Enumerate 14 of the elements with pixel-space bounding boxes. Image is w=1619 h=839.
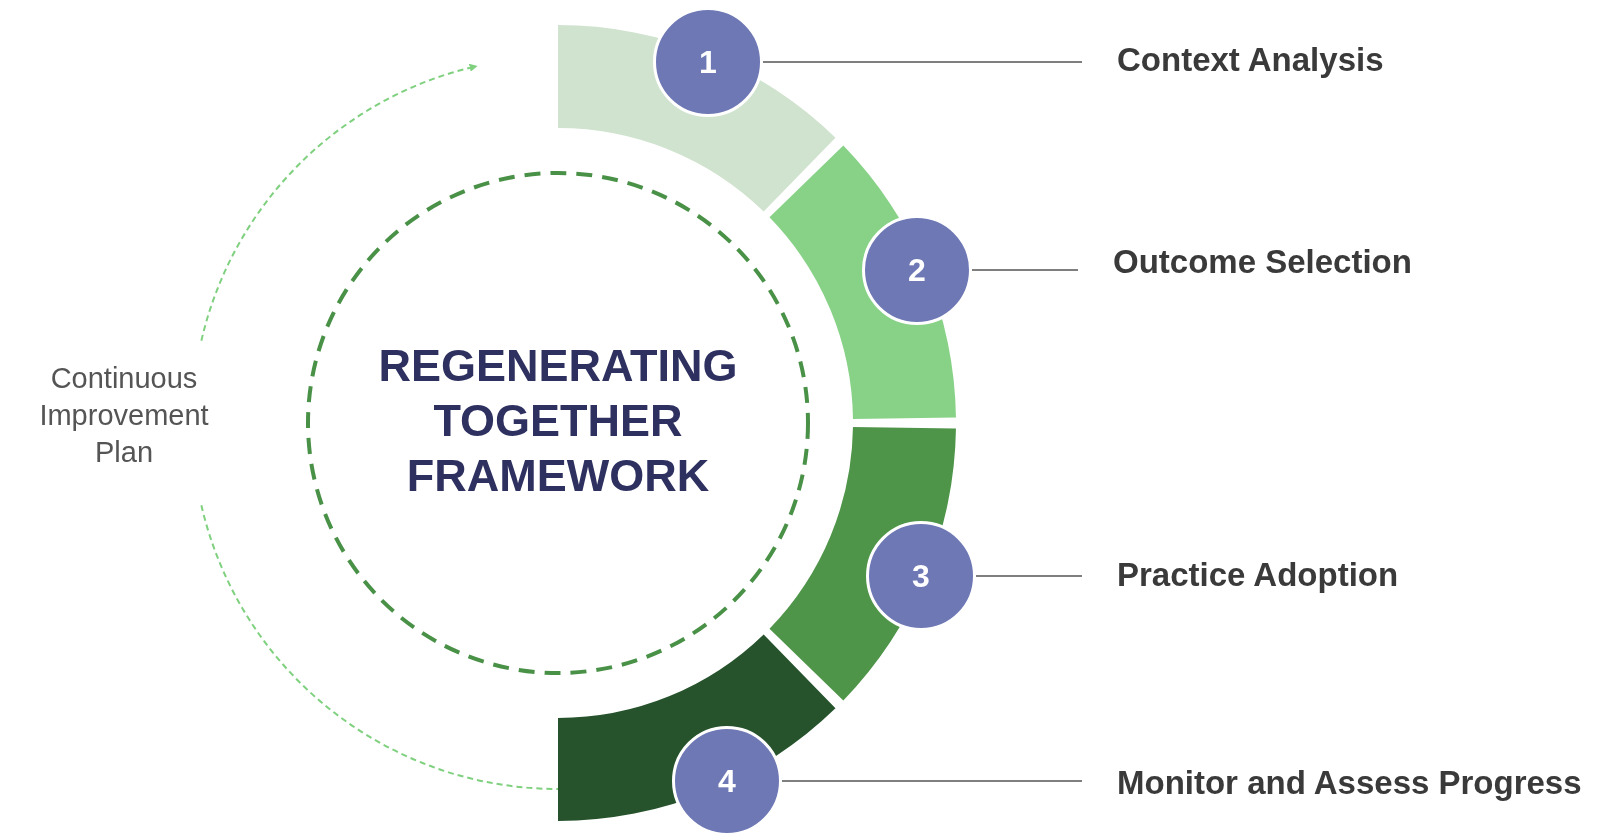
step-number-circle: 2 [862,215,972,325]
leader-line [781,780,1083,782]
leader-line [971,269,1079,271]
leader-line [762,61,1083,63]
step-label: Context Analysis [1117,40,1384,80]
cycle-label: Continuous Improvement Plan [38,361,210,470]
step-number-circle: 4 [672,726,782,836]
framework-title: REGENERATING TOGETHER FRAMEWORK [348,338,768,503]
step-number-circle: 1 [653,7,763,117]
step-label: Practice Adoption [1117,555,1399,595]
step-number-circle: 3 [866,521,976,631]
leader-line [975,575,1083,577]
step-label: Monitor and Assess Progress [1117,763,1582,803]
step-label: Outcome Selection [1113,242,1412,282]
